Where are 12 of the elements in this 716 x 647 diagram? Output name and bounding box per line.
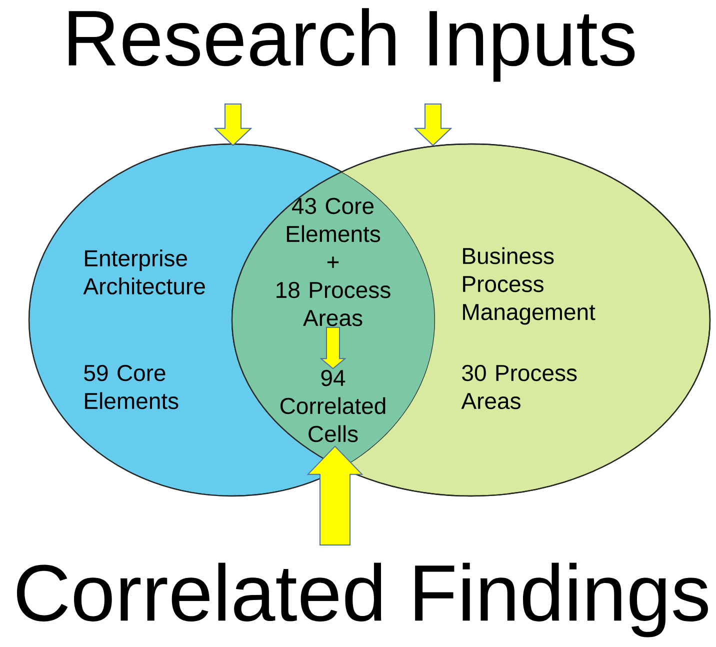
block-arrow xyxy=(320,326,346,370)
block-arrow xyxy=(214,104,252,146)
block-arrow xyxy=(306,446,364,546)
overlap-label: 43 Core Elements + 18 Process Areas xyxy=(276,198,390,326)
overlap-label: 94 Correlated Cells xyxy=(280,370,386,442)
circle-label: 30 Process Areas xyxy=(461,364,577,410)
block-arrow xyxy=(414,104,452,146)
circle-label: Enterprise Architecture xyxy=(83,250,205,294)
caption: Correlated Findings xyxy=(17,562,708,638)
title: Research Inputs xyxy=(68,8,635,82)
circle-label: 59 Core Elements xyxy=(84,364,178,410)
circle-label: Business Process Management xyxy=(463,247,596,325)
